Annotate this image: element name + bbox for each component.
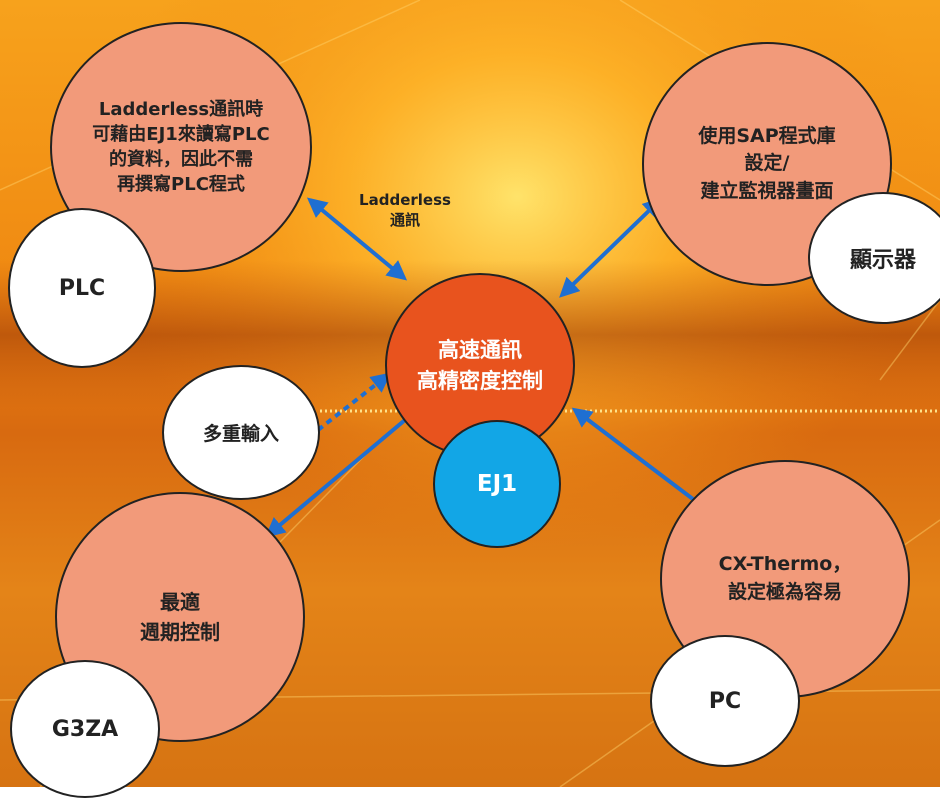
pc-description-text: CX-Thermo， 設定極為容易 (718, 553, 852, 603)
multi-input-label: 多重輸入 (202, 423, 279, 445)
multi-input-circle: 多重輸入 (162, 365, 320, 500)
g3za-label: G3ZA (51, 716, 119, 742)
pc-circle: PC (650, 635, 800, 767)
ej1-label: EJ1 (476, 471, 518, 497)
center-text: 高速通訊 高精密度控制 (417, 338, 543, 393)
plc-circle: PLC (8, 208, 156, 368)
plc-label: PLC (58, 275, 106, 301)
sap-description-circle: 使用SAP程式庫 設定/ 建立監視器畫面 (642, 42, 892, 286)
ej1-circle: EJ1 (433, 420, 561, 548)
display-circle: 顯示器 (808, 192, 940, 324)
g3za-circle: G3ZA (10, 660, 160, 798)
ladderless-label: Ladderless 通訊 (359, 191, 451, 230)
sap-description-text: 使用SAP程式庫 設定/ 建立監視器畫面 (698, 124, 836, 202)
plc-description-text: Ladderless通訊時 可藉由EJ1來讀寫PLC 的資料，因此不需 再撰寫P… (92, 98, 270, 196)
pc-label: PC (708, 688, 742, 714)
g3za-description-text: 最適 週期控制 (140, 590, 220, 644)
display-label: 顯示器 (849, 248, 916, 273)
